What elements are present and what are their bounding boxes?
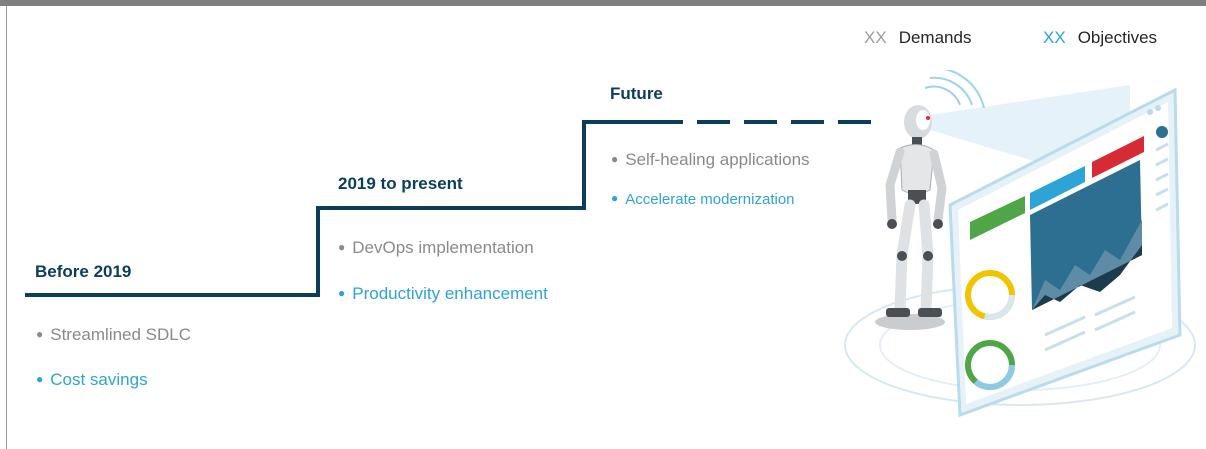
robot-icon bbox=[875, 105, 947, 330]
bullet-dot: ● bbox=[338, 240, 346, 254]
left-frame-rule bbox=[6, 6, 7, 449]
dashboard-screen-icon bbox=[948, 87, 1182, 418]
legend-demands: XX Demands bbox=[864, 28, 971, 50]
phase-1-objective-text: Cost savings bbox=[50, 370, 148, 389]
phase-2-demand-text: DevOps implementation bbox=[352, 238, 534, 257]
phase-2-objective-text: Productivity enhancement bbox=[352, 284, 548, 303]
phase-title-2019-to-present: 2019 to present bbox=[338, 174, 463, 193]
bullet-dot: ● bbox=[338, 286, 346, 300]
bullet-dot: ● bbox=[36, 327, 44, 341]
legend-objectives-label: Objectives bbox=[1077, 28, 1158, 47]
phase-1-demand-text: Streamlined SDLC bbox=[50, 325, 192, 344]
phase-2-objective: ● Productivity enhancement bbox=[338, 284, 548, 304]
bullet-dot: ● bbox=[611, 152, 619, 166]
legend-objectives: XX Objectives bbox=[1043, 28, 1157, 50]
phase-1-demand: ● Streamlined SDLC bbox=[36, 325, 191, 345]
hologram-arcs-icon bbox=[924, 70, 985, 109]
phase-1-objective: ● Cost savings bbox=[36, 370, 148, 390]
phase-3-objective-text: Accelerate modernization bbox=[625, 191, 795, 208]
top-frame-bar bbox=[0, 0, 1206, 6]
bullet-dot: ● bbox=[36, 372, 44, 386]
bullet-dot: ● bbox=[611, 191, 619, 205]
robot-dashboard-illustration bbox=[844, 70, 1196, 418]
legend-objectives-mark: XX bbox=[1043, 28, 1066, 47]
legend-demands-label: Demands bbox=[898, 28, 972, 47]
phase-3-demand: ● Self-healing applications bbox=[611, 150, 810, 170]
staircase-solid-line bbox=[25, 120, 650, 297]
phase-3-demand-text: Self-healing applications bbox=[625, 150, 810, 169]
phase-title-before-2019: Before 2019 bbox=[35, 262, 132, 281]
legend-demands-mark: XX bbox=[864, 28, 887, 47]
phase-title-future: Future bbox=[610, 84, 663, 103]
phase-3-objective: ● Accelerate modernization bbox=[611, 191, 795, 208]
phase-2-demand: ● DevOps implementation bbox=[338, 238, 534, 258]
